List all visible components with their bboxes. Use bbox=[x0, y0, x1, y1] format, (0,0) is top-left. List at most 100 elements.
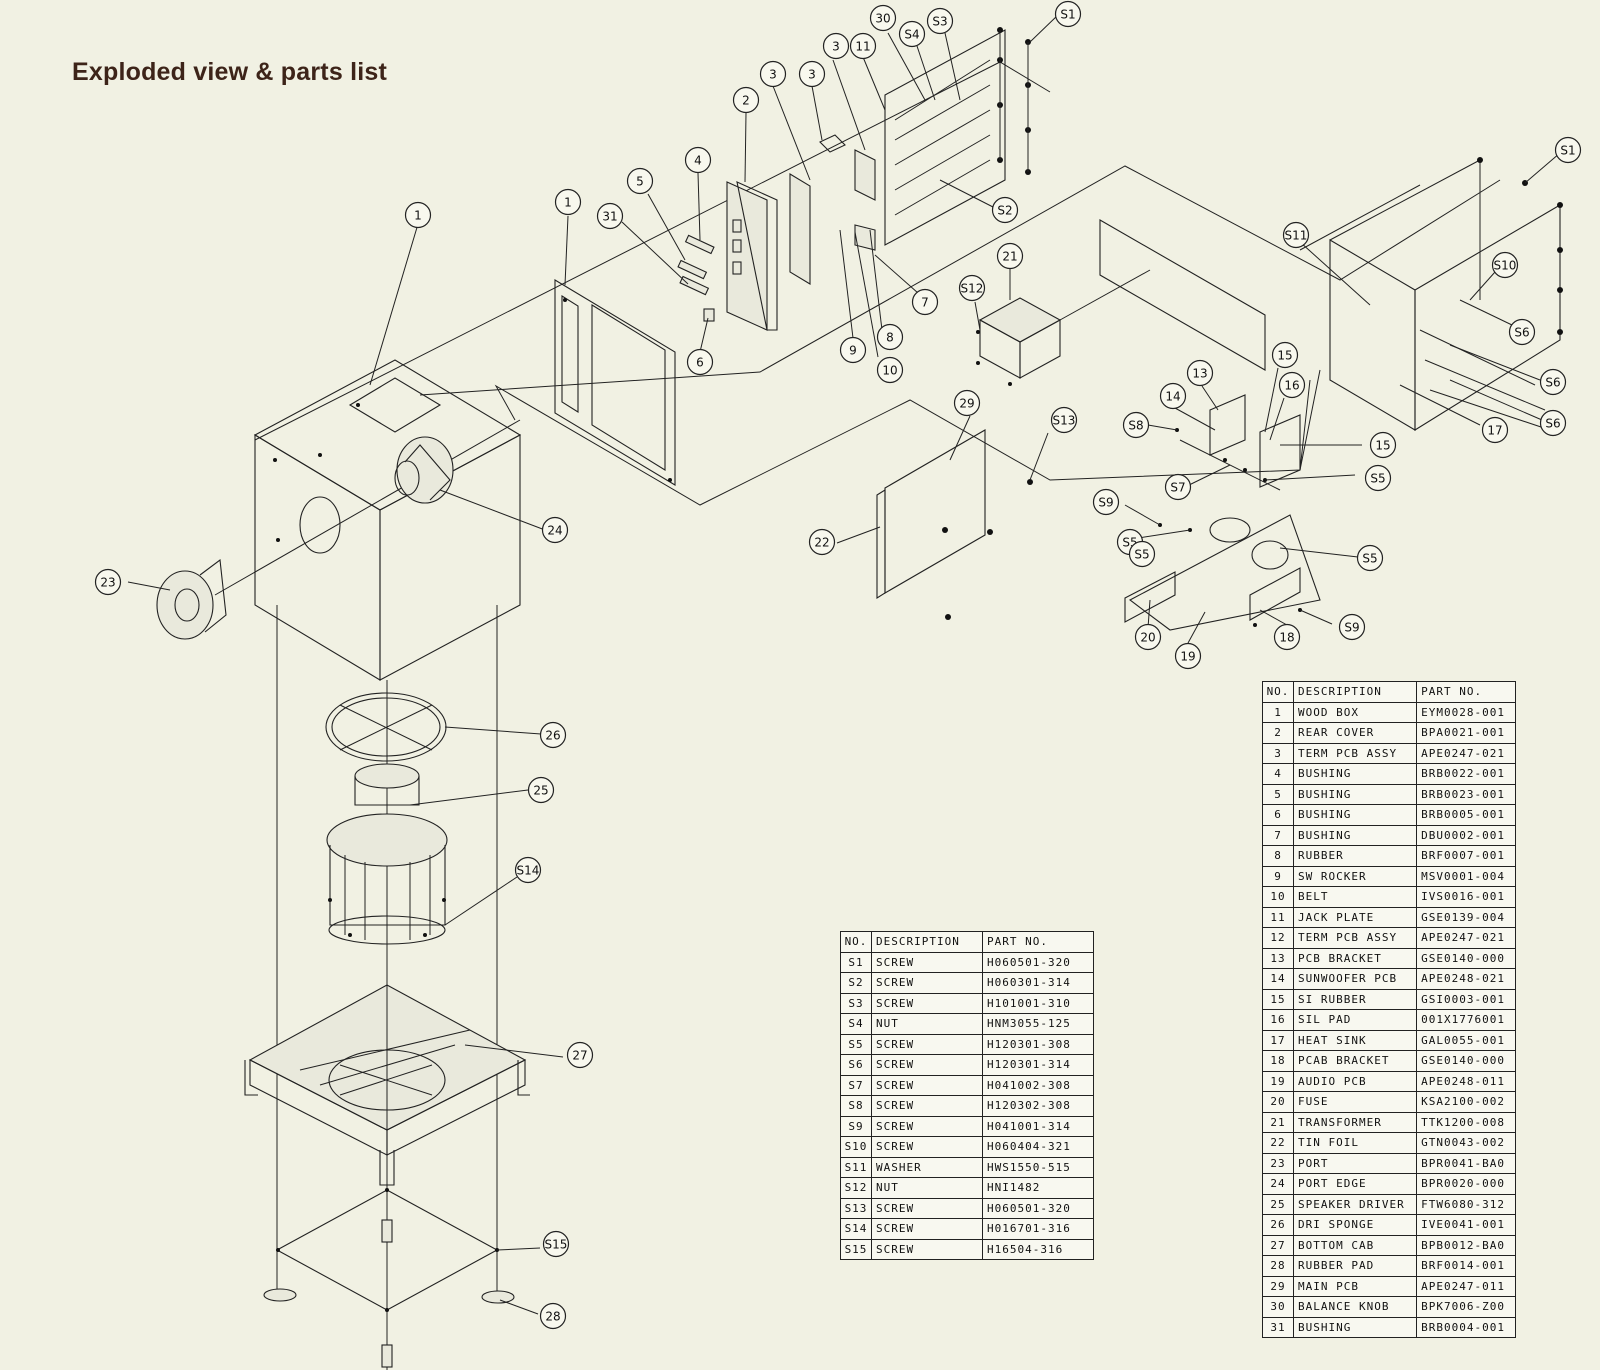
cell-no: 31 bbox=[1262, 1316, 1294, 1338]
callout-30: 30 bbox=[869, 4, 897, 32]
port-edge bbox=[394, 436, 454, 504]
cell-description: HEAT SINK bbox=[1292, 1029, 1418, 1051]
cell-part-no: BPA0021-001 bbox=[1416, 722, 1516, 744]
cell-description: TIN FOIL bbox=[1292, 1132, 1418, 1154]
callout-circle bbox=[839, 336, 867, 364]
callout-circle bbox=[1050, 406, 1078, 434]
callout-leaders bbox=[127, 14, 1561, 1315]
callout-15: 15 bbox=[1271, 341, 1299, 369]
bushings bbox=[677, 234, 715, 322]
cell-part-no: EYM0028-001 bbox=[1416, 701, 1516, 723]
cell-no: 18 bbox=[1262, 1050, 1294, 1072]
cell-description: REAR COVER bbox=[1292, 722, 1418, 744]
callout-circle bbox=[539, 721, 567, 749]
callout-circle bbox=[732, 86, 760, 114]
callout-label: 2 bbox=[742, 94, 750, 108]
wood-box bbox=[253, 359, 522, 681]
callout-circle bbox=[1539, 409, 1567, 437]
cell-no: 13 bbox=[1262, 947, 1294, 969]
cell-part-no: APE0247-011 bbox=[1416, 1275, 1516, 1297]
cell-description: TRANSFORMER bbox=[1292, 1111, 1418, 1133]
callout-label: 16 bbox=[1284, 379, 1299, 393]
callout-label: 25 bbox=[533, 784, 548, 798]
callout-s1: S1 bbox=[1554, 136, 1582, 164]
cell-description: SCREW bbox=[871, 1238, 983, 1260]
callout-27: 27 bbox=[566, 1041, 594, 1069]
cell-no: 27 bbox=[1262, 1234, 1294, 1256]
callout-s5: S5 bbox=[1356, 544, 1384, 572]
callout-label: 29 bbox=[959, 397, 974, 411]
callout-label: 20 bbox=[1140, 631, 1155, 645]
callout-circle bbox=[1273, 623, 1301, 651]
callout-circle bbox=[1092, 488, 1120, 516]
callout-s6: S6 bbox=[1539, 368, 1567, 396]
cell-part-no: DBU0002-001 bbox=[1416, 824, 1516, 846]
callout-circle bbox=[1508, 318, 1536, 346]
callout-label: 5 bbox=[636, 175, 644, 189]
cell-description: SUNWOOFER PCB bbox=[1292, 968, 1418, 990]
cell-description: PCB BRACKET bbox=[1292, 947, 1418, 969]
callout-label: S9 bbox=[1098, 496, 1113, 510]
callout-11: 11 bbox=[849, 32, 877, 60]
cell-description: FUSE bbox=[1292, 1091, 1418, 1113]
main-pcb bbox=[876, 429, 1033, 620]
callout-label: 15 bbox=[1375, 439, 1390, 453]
callout-circle bbox=[1282, 221, 1310, 249]
callout-label: S5 bbox=[1134, 548, 1149, 562]
cell-part-no: BPB0012-BA0 bbox=[1416, 1234, 1516, 1256]
cell-no: S10 bbox=[840, 1136, 872, 1158]
cell-part-no: H120302-308 bbox=[982, 1095, 1094, 1117]
cell-no: S13 bbox=[840, 1197, 872, 1219]
cell-no: 19 bbox=[1262, 1070, 1294, 1092]
callout-label: 13 bbox=[1192, 367, 1207, 381]
callout-circle bbox=[1174, 642, 1202, 670]
callout-circle bbox=[1164, 473, 1192, 501]
callout-29: 29 bbox=[953, 389, 981, 417]
callout-s4: S4 bbox=[898, 20, 926, 48]
callout-circle bbox=[926, 7, 954, 35]
cell-part-no: HWS1550-515 bbox=[982, 1156, 1094, 1178]
cell-description: SW ROCKER bbox=[1292, 865, 1418, 887]
heat-sink bbox=[1329, 157, 1563, 431]
cell-part-no: APE0247-021 bbox=[1416, 742, 1516, 764]
callout-circle bbox=[539, 1302, 567, 1330]
callout-circle bbox=[911, 288, 939, 316]
callout-label: 22 bbox=[814, 536, 829, 550]
bottom-cab bbox=[244, 984, 530, 1186]
cell-no: 4 bbox=[1262, 763, 1294, 785]
cell-part-no: BRB0022-001 bbox=[1416, 763, 1516, 785]
cell-part-no: APE0248-011 bbox=[1416, 1070, 1516, 1092]
callout-label: 3 bbox=[832, 40, 840, 54]
cell-no: 3 bbox=[1262, 742, 1294, 764]
callout-28: 28 bbox=[539, 1302, 567, 1330]
cell-part-no: MSV0001-004 bbox=[1416, 865, 1516, 887]
cell-description: MAIN PCB bbox=[1292, 1275, 1418, 1297]
cell-description: TERM PCB ASSY bbox=[1292, 927, 1418, 949]
cell-description: BUSHING bbox=[1292, 1316, 1418, 1338]
callout-label: 30 bbox=[875, 12, 890, 26]
cell-description: NUT bbox=[871, 1013, 983, 1035]
jack-plate bbox=[854, 27, 1031, 251]
callout-label: S1 bbox=[1060, 8, 1075, 22]
cell-no: S15 bbox=[840, 1238, 872, 1260]
callout-label: S2 bbox=[997, 204, 1012, 218]
callout-7: 7 bbox=[911, 288, 939, 316]
cell-description: RUBBER PAD bbox=[1292, 1255, 1418, 1277]
cell-description: JACK PLATE bbox=[1292, 906, 1418, 928]
callout-circle bbox=[1364, 464, 1392, 492]
callout-label: S15 bbox=[545, 1238, 568, 1252]
header-description: DESCRIPTION bbox=[871, 931, 983, 953]
cell-description: SCREW bbox=[871, 1054, 983, 1076]
callout-label: 18 bbox=[1279, 631, 1294, 645]
